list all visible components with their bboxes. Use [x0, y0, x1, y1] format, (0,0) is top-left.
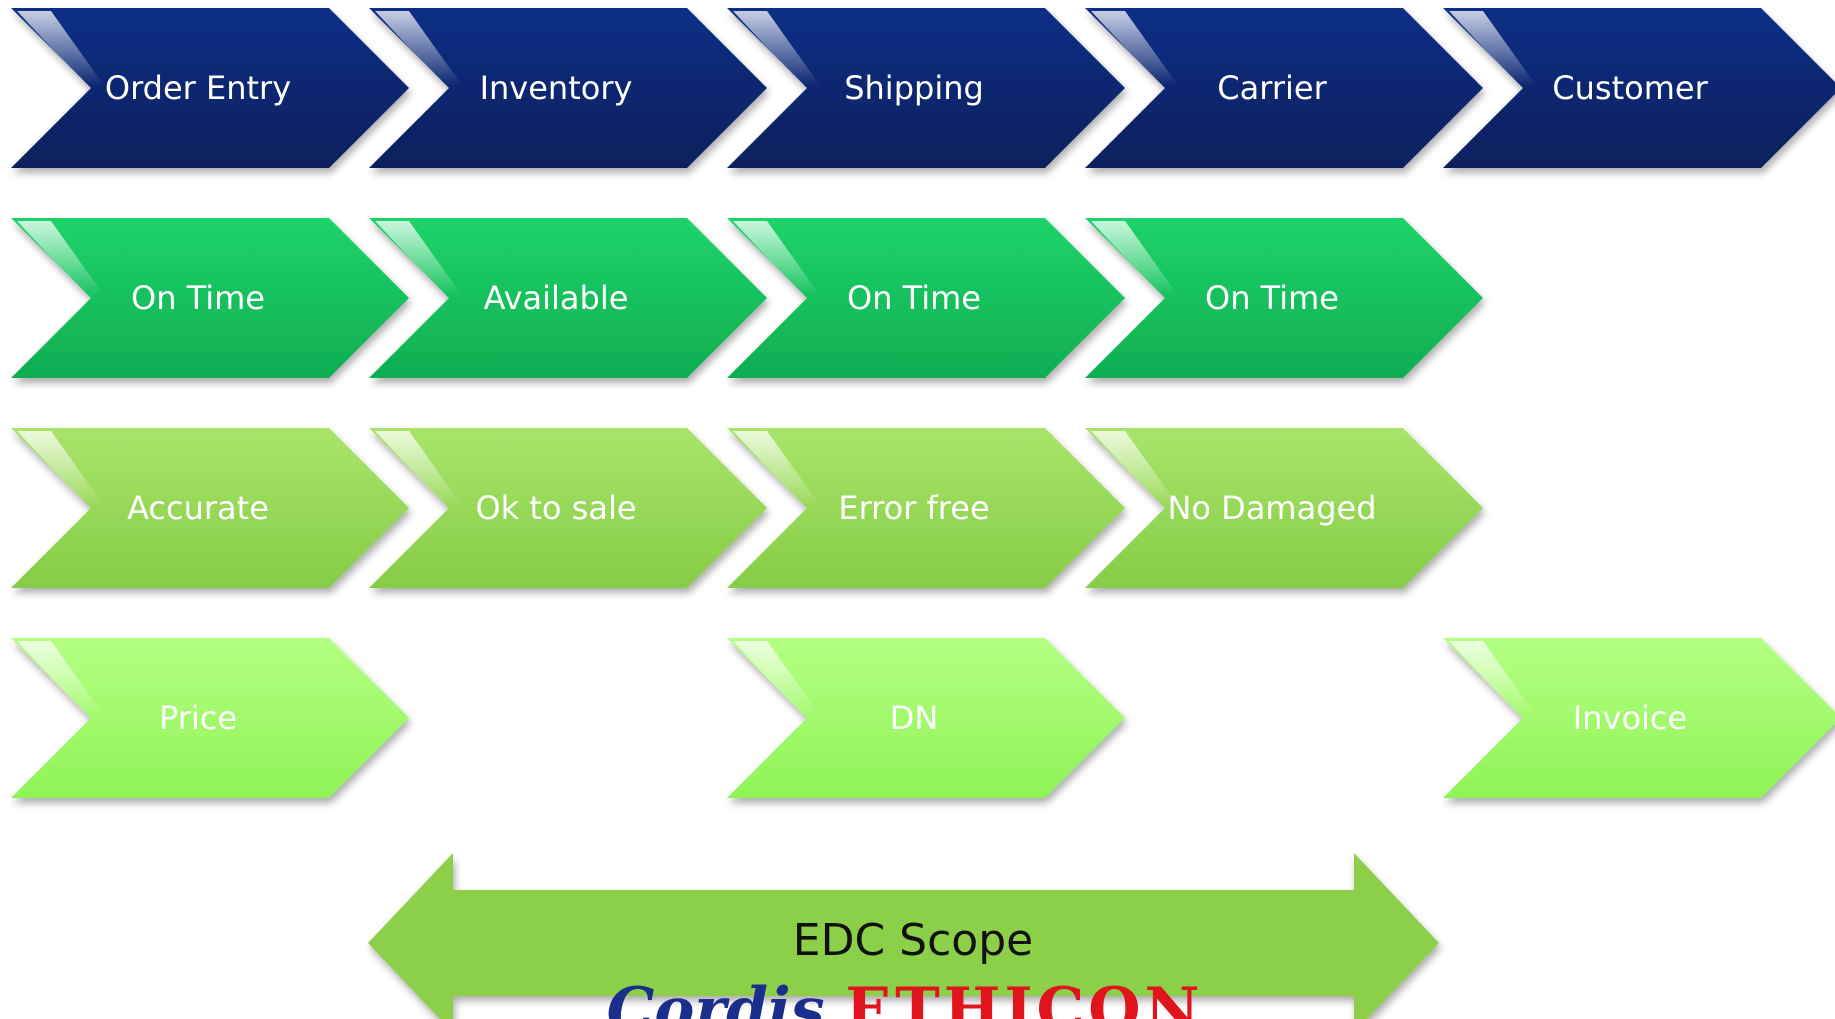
chevron-highlight	[1091, 221, 1177, 296]
chevron-highlight	[1091, 11, 1177, 86]
logo-word-cordis: Cordis	[607, 975, 825, 1019]
chevron-shape	[727, 428, 1125, 588]
chevron-shape	[1443, 638, 1835, 798]
chevron-quality-3: No Damaged	[1085, 428, 1483, 588]
chevron-shape	[1085, 8, 1483, 168]
chevron-highlight	[1449, 11, 1535, 86]
chevron-shape	[369, 218, 767, 378]
edc-scope-arrow	[368, 853, 1439, 1019]
chevron-quality-1: Ok to sale	[369, 428, 767, 588]
chevron-label: Price	[159, 699, 237, 737]
chevron-shape	[727, 8, 1125, 168]
chevron-highlight	[733, 641, 819, 716]
chevron-label: Order Entry	[105, 69, 291, 107]
logo-word-ethicon: ETHICON	[845, 975, 1203, 1019]
double-arrow-shape	[368, 853, 1439, 1019]
chevron-timeliness-3: On Time	[1085, 218, 1483, 378]
chevron-shape	[11, 8, 409, 168]
edc-scope-label: EDC Scope	[793, 915, 1033, 966]
chevron-shape	[1443, 8, 1835, 168]
chevron-highlight	[17, 221, 103, 296]
chevron-row-process-steps: Order Entry Inventory Shipping Carrier Custo…	[11, 8, 1835, 168]
chevron-timeliness-2: On Time	[727, 218, 1125, 378]
chevron-label: No Damaged	[1167, 489, 1376, 527]
chevron-label: Error free	[838, 489, 989, 527]
chevron-quality-2: Error free	[727, 428, 1125, 588]
chevron-shape	[727, 218, 1125, 378]
chevron-rows: Order Entry Inventory Shipping Carrier Custo…	[11, 8, 1835, 798]
chevron-label: Customer	[1552, 69, 1708, 107]
chevron-highlight	[17, 431, 103, 506]
chevron-shape	[11, 638, 409, 798]
chevron-process-steps-2: Shipping	[727, 8, 1125, 168]
chevron-row-timeliness: On Time Available On Time On Time	[11, 218, 1483, 378]
chevron-highlight	[375, 221, 461, 296]
chevron-shape	[11, 428, 409, 588]
chevron-highlight	[375, 11, 461, 86]
chevron-label: Invoice	[1573, 699, 1687, 737]
chevron-documents-0: Price	[11, 638, 409, 798]
chevron-process-steps-4: Customer	[1443, 8, 1835, 168]
chevron-process-steps-3: Carrier	[1085, 8, 1483, 168]
chevron-label: Carrier	[1217, 69, 1327, 107]
chevron-timeliness-1: Available	[369, 218, 767, 378]
chevron-shape	[727, 638, 1125, 798]
chevron-shape	[369, 8, 767, 168]
chevron-shape	[1085, 218, 1483, 378]
chevron-label: On Time	[847, 279, 981, 317]
chevron-timeliness-0: On Time	[11, 218, 409, 378]
chevron-process-steps-0: Order Entry	[11, 8, 409, 168]
chevron-documents-1: DN	[727, 638, 1125, 798]
chevron-quality-0: Accurate	[11, 428, 409, 588]
chevron-highlight	[733, 431, 819, 506]
chevron-highlight	[17, 11, 103, 86]
chevron-highlight	[733, 221, 819, 296]
chevron-row-quality: Accurate Ok to sale Error free No Damaged	[11, 428, 1483, 588]
chevron-highlight	[1091, 431, 1177, 506]
chevron-process-steps-1: Inventory	[369, 8, 767, 168]
chevron-row-documents: Price DN Invoice	[11, 638, 1835, 798]
chevron-shape	[1085, 428, 1483, 588]
chevron-label: Available	[484, 279, 629, 317]
chevron-label: On Time	[1205, 279, 1339, 317]
chevron-highlight	[1449, 641, 1535, 716]
chevron-label: Ok to sale	[475, 489, 636, 527]
cordis-ethicon-logo: Cordis ETHICON	[607, 975, 1204, 1019]
chevron-shape	[369, 428, 767, 588]
chevron-highlight	[17, 641, 103, 716]
chevron-highlight	[733, 11, 819, 86]
chevron-label: On Time	[131, 279, 265, 317]
chevron-label: Shipping	[844, 69, 984, 107]
chevron-label: Inventory	[480, 69, 633, 107]
chevron-highlight	[375, 431, 461, 506]
chevron-label: DN	[890, 699, 939, 737]
chevron-shape	[11, 218, 409, 378]
chevron-documents-2: Invoice	[1443, 638, 1835, 798]
chevron-label: Accurate	[127, 489, 269, 527]
